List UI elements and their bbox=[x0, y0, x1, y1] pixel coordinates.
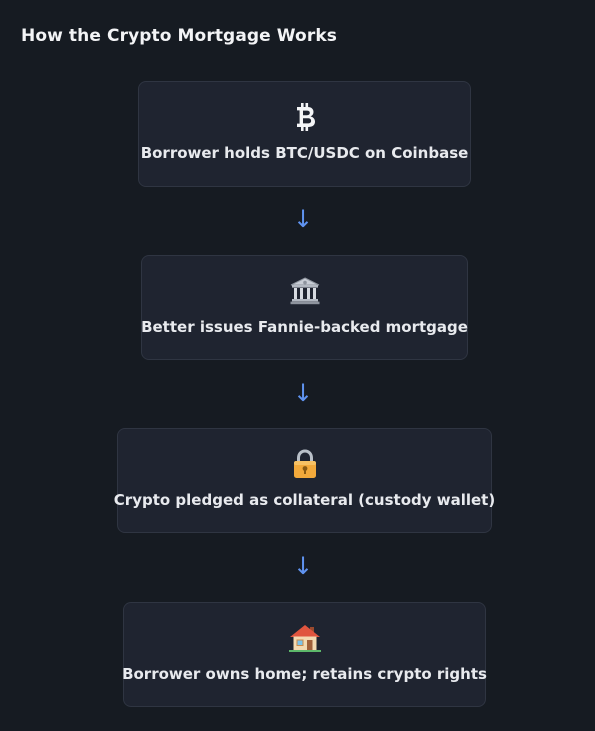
bitcoin-icon bbox=[294, 100, 316, 134]
flow-arrow-down-icon: ↓ bbox=[292, 379, 314, 407]
lock-icon bbox=[292, 447, 318, 481]
flow-arrow-down-icon: ↓ bbox=[292, 205, 314, 233]
bank-icon bbox=[290, 274, 320, 308]
house-icon bbox=[288, 621, 321, 655]
step-card-holds-crypto: Borrower holds BTC/USDC on Coinbase bbox=[138, 81, 471, 187]
step-label: Borrower owns home; retains crypto right… bbox=[122, 665, 487, 683]
step-card-collateral: Crypto pledged as collateral (custody wa… bbox=[113, 428, 496, 533]
flow-arrow-down-icon: ↓ bbox=[292, 552, 314, 580]
step-label: Borrower holds BTC/USDC on Coinbase bbox=[140, 144, 469, 162]
step-label: Better issues Fannie-backed mortgage bbox=[141, 318, 468, 336]
step-label: Crypto pledged as collateral (custody wa… bbox=[113, 491, 496, 509]
page-title: How the Crypto Mortgage Works bbox=[21, 26, 337, 46]
step-card-owns-home: Borrower owns home; retains crypto right… bbox=[122, 602, 487, 707]
step-card-issues-mortgage: Better issues Fannie-backed mortgage bbox=[141, 255, 468, 360]
